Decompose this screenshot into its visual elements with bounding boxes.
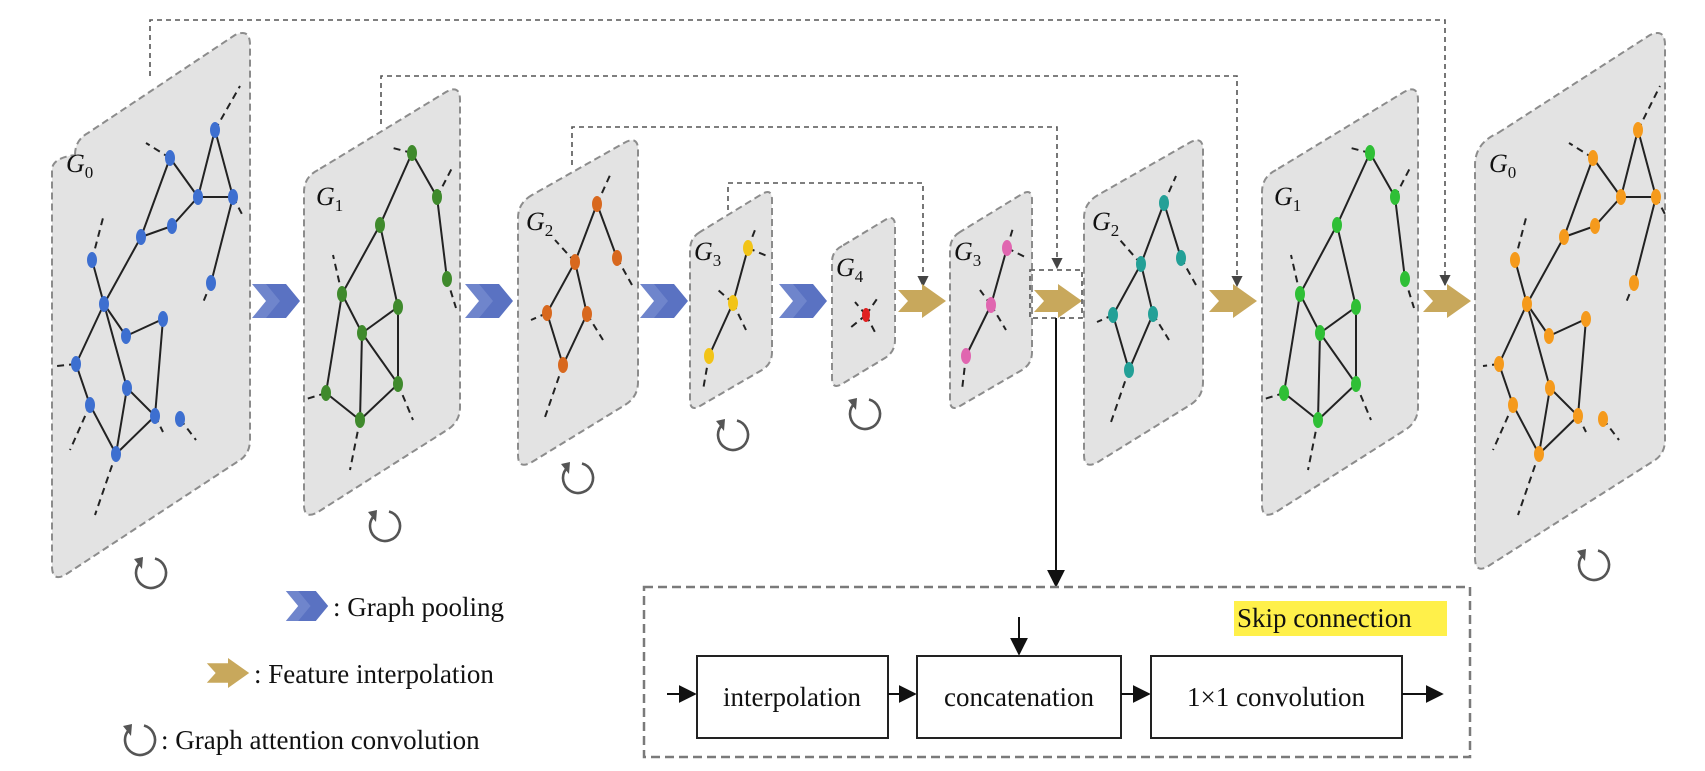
graph-nodes [71, 122, 238, 462]
graph-panel-g1-decoder: G1 [1260, 88, 1419, 516]
graph-edges [530, 172, 633, 421]
graph-panel-g0-decoder: G0 [1474, 32, 1668, 570]
graph-nodes [1494, 122, 1661, 462]
interpolation-arrow [1034, 284, 1082, 318]
skip-connection-detail: Skip connection interpolation concatenat… [642, 585, 1472, 759]
interpolation-arrow [1423, 284, 1471, 318]
graph-panel-g1-encoder: G1 [302, 88, 461, 516]
legend-pooling-icon [285, 591, 329, 621]
skip-connection-frame [642, 585, 1472, 759]
concatenation-box-label: concatenation [944, 682, 1094, 712]
legend-attention-label: : Graph attention convolution [161, 725, 480, 755]
interpolation-box-label: interpolation [723, 682, 861, 712]
graph-edges [1096, 175, 1197, 426]
attention-conv-icons [134, 398, 1611, 590]
interpolation-arrow [898, 284, 946, 318]
graph-label-g4: G4 [836, 253, 864, 286]
conv1x1-box [1150, 655, 1403, 739]
graph-nodes [862, 308, 870, 322]
interpolation-box [696, 655, 889, 739]
pooling-arrow [465, 284, 513, 318]
graph-nodes [1108, 195, 1186, 378]
graph-nodes [321, 145, 452, 428]
conv1x1-box-label: 1×1 convolution [1187, 682, 1365, 712]
legend-interpolation-icon [206, 658, 250, 688]
graph-panel-g0-encoder: G0 [51, 32, 251, 579]
graph-panel-g2-decoder: G2 [1083, 139, 1204, 466]
pooling-arrow [252, 284, 300, 318]
legend-pooling-label: : Graph pooling [333, 592, 504, 622]
graph-label-g0-decoder: G0 [1489, 149, 1516, 182]
concatenation-box [916, 655, 1122, 739]
graph-label-g3-decoder: G3 [954, 237, 981, 270]
graph-nodes [542, 196, 622, 373]
skip-title-highlight [1234, 601, 1447, 636]
skip-connection-lines [149, 19, 1451, 288]
graph-label-g1-encoder: G1 [316, 182, 343, 215]
graph-label-g1-decoder: G1 [1274, 182, 1301, 215]
graph-label-g2-encoder: G2 [526, 207, 553, 240]
graph-nodes [704, 240, 753, 364]
graph-panel-g3-encoder: G3 [689, 191, 773, 409]
graph-label-g2-decoder: G2 [1092, 207, 1119, 240]
graph-label-g0-encoder: G0 [66, 149, 93, 182]
graph-panel-g2-encoder: G2 [517, 139, 639, 466]
pooling-arrow [640, 284, 688, 318]
legend-interpolation-label: : Feature interpolation [254, 659, 494, 689]
graph-nodes [1279, 145, 1410, 428]
graph-label-g3-encoder: G3 [694, 237, 721, 270]
interpolation-arrow [1209, 284, 1257, 318]
graph-nodes [961, 240, 1012, 364]
pooling-arrow [779, 284, 827, 318]
skip-connection-title: Skip connection [1237, 603, 1412, 633]
legend-attention-icon [123, 724, 157, 757]
graph-panel-g3-decoder: G3 [949, 191, 1033, 409]
graph-panel-g4: G4 [831, 217, 896, 387]
legend: : Graph pooling : Feature interpolation … [123, 591, 504, 757]
